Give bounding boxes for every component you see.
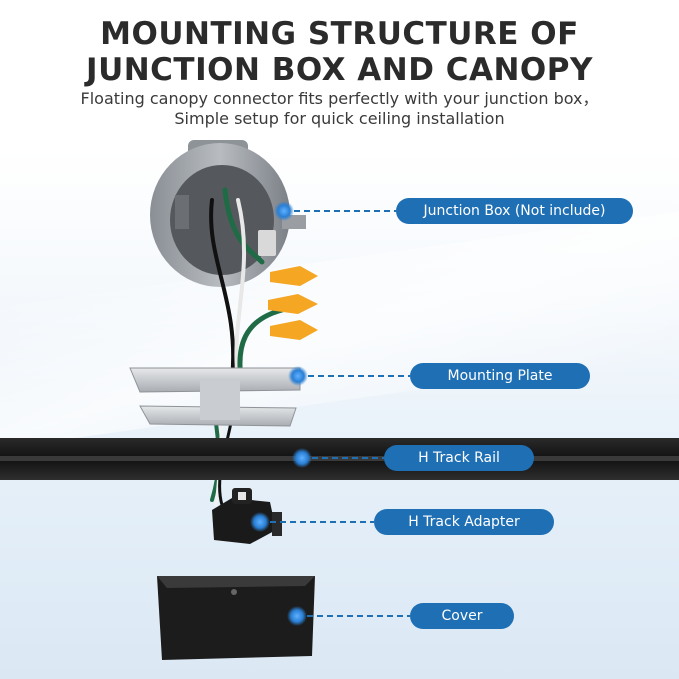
callout-junction-box: Junction Box (Not include): [396, 198, 633, 224]
callout-h-track-adapter: H Track Adapter: [374, 509, 554, 535]
callout-h-track-rail: H Track Rail: [384, 445, 534, 471]
title-line-1: MOUNTING STRUCTURE OF: [100, 16, 579, 52]
h-track-rail-shape: [0, 438, 679, 480]
leader-h-track-rail: [292, 448, 384, 468]
leader-h-track-adapter: [250, 512, 374, 532]
leader-mounting-plate: [288, 366, 410, 386]
title-line-2: JUNCTION BOX AND CANOPY: [86, 52, 593, 88]
mounting-plate-shape: [129, 367, 301, 427]
callout-cover: Cover: [410, 603, 514, 629]
callout-mounting-plate: Mounting Plate: [410, 363, 590, 389]
leader-junction-box: [274, 201, 396, 221]
subtitle-line-2: Simple setup for quick ceiling installat…: [174, 109, 505, 128]
leader-cover: [287, 606, 410, 626]
subtitle-line-1: Floating canopy connector fits perfectly…: [80, 89, 599, 108]
h-track-adapter-shape: [212, 488, 282, 544]
wire-nuts: [268, 266, 318, 340]
cover-shape: [157, 576, 315, 660]
junction-box-shape: [150, 140, 306, 287]
